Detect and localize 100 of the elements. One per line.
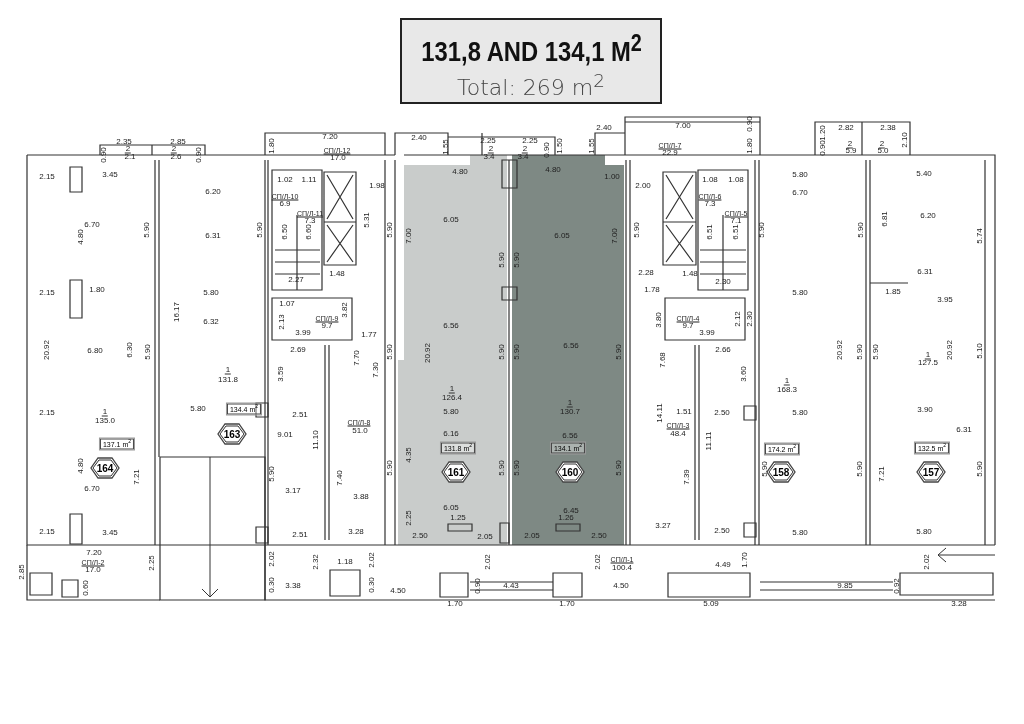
unit-number-hexagon: 160	[555, 461, 585, 483]
dimension-label: 2.66	[715, 346, 731, 354]
dimension-label: 4.50	[613, 582, 629, 590]
dimension-label: 7.21	[878, 466, 886, 482]
dimension-label: 2.32	[312, 554, 320, 570]
dimension-label: 3.28	[348, 528, 364, 536]
dimension-label: 1.08	[728, 176, 744, 184]
dimension-label: 6.50	[281, 224, 289, 240]
dimension-label: 2.15	[39, 289, 55, 297]
dimension-label: 0.90	[746, 116, 754, 132]
dimension-label: 5.90	[872, 344, 880, 360]
dimension-label: 5.90	[513, 252, 521, 268]
dimension-label: 168.3	[777, 386, 797, 394]
dimension-label: 2.25	[480, 137, 496, 145]
dimension-label: 3.99	[699, 329, 715, 337]
dimension-label: 7.00	[405, 228, 413, 244]
dimension-label: 5.31	[363, 212, 371, 228]
dimension-label: 3.60	[740, 366, 748, 382]
dimension-label: 2.30	[746, 311, 754, 327]
dimension-label: 2.02	[594, 554, 602, 570]
dimension-label: 2.27	[288, 276, 304, 284]
dimension-label: 5.90	[144, 344, 152, 360]
dimension-label: 5.90	[268, 466, 276, 482]
dimension-label: 11.10	[312, 430, 320, 450]
dimension-label: 4.49	[715, 561, 731, 569]
dimension-label: 5.90	[143, 222, 151, 238]
dimension-label: 2.50	[714, 527, 730, 535]
dimension-label: 14.11	[656, 403, 664, 423]
dimension-label: 2.15	[39, 528, 55, 536]
dimension-label: 1.77	[361, 331, 377, 339]
dimension-label: 5.90	[633, 222, 641, 238]
dimension-label: 3.17	[285, 487, 301, 495]
dimension-label: 7.39	[683, 469, 691, 485]
dimension-label: 6.56	[562, 432, 578, 440]
dimension-label: 6.31	[956, 426, 972, 434]
dimension-label: 1.80	[746, 138, 754, 154]
dimension-label: 20.92	[43, 340, 51, 360]
dimension-label: 0.90	[100, 147, 108, 163]
fraction-numerator: 2	[521, 144, 529, 154]
dimension-label: 2.05	[477, 533, 493, 541]
dimension-label: 3.59	[277, 366, 285, 382]
dimension-label: 5.09	[703, 600, 719, 608]
dimension-label: 7.3	[304, 217, 316, 225]
dimension-label: 2.05	[524, 532, 540, 540]
dimension-label: 1.02	[277, 176, 293, 184]
unit-number-hexagon: 164	[90, 457, 120, 479]
unit-number-hexagon: 158	[766, 461, 796, 483]
dimension-label: 17.0	[85, 566, 101, 574]
dimension-label: 0.30	[268, 577, 276, 593]
dimension-label: 2.30	[715, 278, 731, 286]
fraction-numerator: 2	[170, 144, 178, 154]
dimension-label: 5.90	[615, 344, 623, 360]
dimension-label: 3.99	[295, 329, 311, 337]
dimension-label: 1.18	[337, 558, 353, 566]
dimension-label: 2.6	[170, 153, 182, 161]
dimension-label: 5.90	[761, 461, 769, 477]
title-text: 131,8 AND 134,1 M$^{2}$	[421, 30, 641, 69]
dimension-label: 17.0	[330, 154, 346, 162]
fraction-numerator: 1	[924, 350, 932, 360]
fraction-numerator: 1	[224, 365, 232, 375]
dimension-label: 1.55	[442, 139, 450, 155]
dimension-label: 2.25	[522, 137, 538, 145]
dimension-label: 4.80	[77, 229, 85, 245]
dimension-label: 3.80	[655, 312, 663, 328]
dimension-label: 4.80	[545, 166, 561, 174]
dimension-label: 6.32	[203, 318, 219, 326]
dimension-label: 6.20	[205, 188, 221, 196]
dimension-label: 5.90	[386, 460, 394, 476]
fraction-numerator: 1	[448, 384, 456, 394]
dimension-label: 2.25	[405, 510, 413, 526]
dimension-label: 6.05	[443, 216, 459, 224]
dimension-label: 5.90	[513, 460, 521, 476]
dimension-label: 3.27	[655, 522, 671, 530]
dimension-label: 5.80	[792, 529, 808, 537]
dimension-label: 3.28	[951, 600, 967, 608]
unit-number-hexagon: 161	[441, 461, 471, 483]
dimension-label: 4.80	[452, 168, 468, 176]
dimension-label: 5.90	[386, 344, 394, 360]
dimension-label: 0.92	[893, 578, 901, 594]
fraction-numerator: 2	[878, 139, 886, 149]
dimension-label: 2.1	[124, 153, 136, 161]
dimension-label: 4.43	[503, 582, 519, 590]
dimension-label: 1.80	[89, 286, 105, 294]
dimension-label: 1.51	[676, 408, 692, 416]
dimension-label: 20.92	[946, 340, 954, 360]
dimension-label: 135.0	[95, 417, 115, 425]
dimension-label: 100.4	[612, 564, 632, 572]
dimension-label: 7.40	[336, 470, 344, 486]
dimension-label: 3.95	[937, 296, 953, 304]
dimension-label: 2.00	[635, 182, 651, 190]
fraction-numerator: 1	[101, 407, 109, 417]
dimension-label: 2.25	[148, 555, 156, 571]
dimension-label: 5.80	[916, 528, 932, 536]
dimension-label: 6.51	[706, 224, 714, 240]
dimension-label: 3.4	[483, 153, 495, 161]
dimension-label: 127.5	[918, 359, 938, 367]
dimension-label: 2.15	[39, 173, 55, 181]
dimension-label: 2.02	[268, 551, 276, 567]
dimension-label: 6.56	[563, 342, 579, 350]
dimension-label: 51.0	[352, 427, 368, 435]
